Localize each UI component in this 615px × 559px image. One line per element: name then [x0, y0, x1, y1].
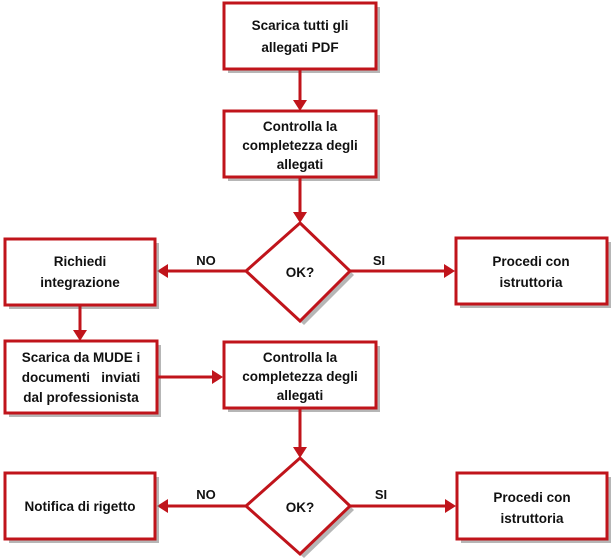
- arrow-head: [293, 447, 307, 458]
- mude-line-1: Scarica da MUDE i: [22, 350, 141, 365]
- download-pdf-line-2: allegati PDF: [261, 40, 338, 55]
- check-2-line-3: allegati: [277, 388, 324, 403]
- check-1-line-2: completezza degli: [242, 138, 358, 153]
- check-1-line-3: allegati: [277, 157, 324, 172]
- arrow-head: [157, 499, 168, 513]
- check-2-line-1: Controlla la: [263, 350, 338, 365]
- no-label-2: NO: [196, 487, 216, 502]
- request-line-2: integrazione: [40, 275, 120, 290]
- decision-1-label: OK?: [286, 265, 315, 280]
- decision-diamond-1: OK?: [243, 220, 354, 325]
- proceed-1-line-1: Procedi con: [492, 254, 569, 269]
- proceed-1-line-2: istruttoria: [499, 275, 562, 290]
- arrow-head: [73, 330, 87, 341]
- check-completeness-box-2: Controlla la completezza degli allegati: [222, 340, 380, 412]
- si-label-1: SI: [373, 253, 385, 268]
- proceed-box-2: Procedi con istruttoria: [455, 471, 611, 543]
- arrow-head: [445, 499, 456, 513]
- proceed-2-line-1: Procedi con: [493, 490, 570, 505]
- mude-line-3: dal professionista: [23, 390, 139, 405]
- decision-diamond-2: OK?: [243, 455, 354, 558]
- check-completeness-box-1: Controlla la completezza degli allegati: [222, 109, 380, 181]
- decision-2-label: OK?: [286, 500, 315, 515]
- reject-notification-box: Notifica di rigetto: [3, 471, 159, 543]
- arrow-head: [212, 370, 223, 384]
- proceed-box-1: Procedi con istruttoria: [454, 236, 611, 308]
- proceed-2-line-2: istruttoria: [500, 511, 563, 526]
- request-line-1: Richiedi: [54, 254, 107, 269]
- download-pdf-box: Scarica tutti gli allegati PDF: [222, 1, 380, 73]
- download-pdf-line-1: Scarica tutti gli: [252, 18, 349, 33]
- check-2-line-2: completezza degli: [242, 369, 358, 384]
- arrow-head: [157, 264, 168, 278]
- arrow-head: [444, 264, 455, 278]
- reject-label: Notifica di rigetto: [25, 499, 136, 514]
- si-label-2: SI: [375, 487, 387, 502]
- no-label-1: NO: [196, 253, 216, 268]
- download-mude-box: Scarica da MUDE i documenti inviati dal …: [3, 339, 161, 417]
- request-integration-box: Richiedi integrazione: [3, 237, 159, 309]
- check-1-line-1: Controlla la: [263, 119, 338, 134]
- mude-line-2: documenti inviati: [22, 370, 141, 385]
- arrow-head: [293, 212, 307, 223]
- arrow-head: [293, 100, 307, 111]
